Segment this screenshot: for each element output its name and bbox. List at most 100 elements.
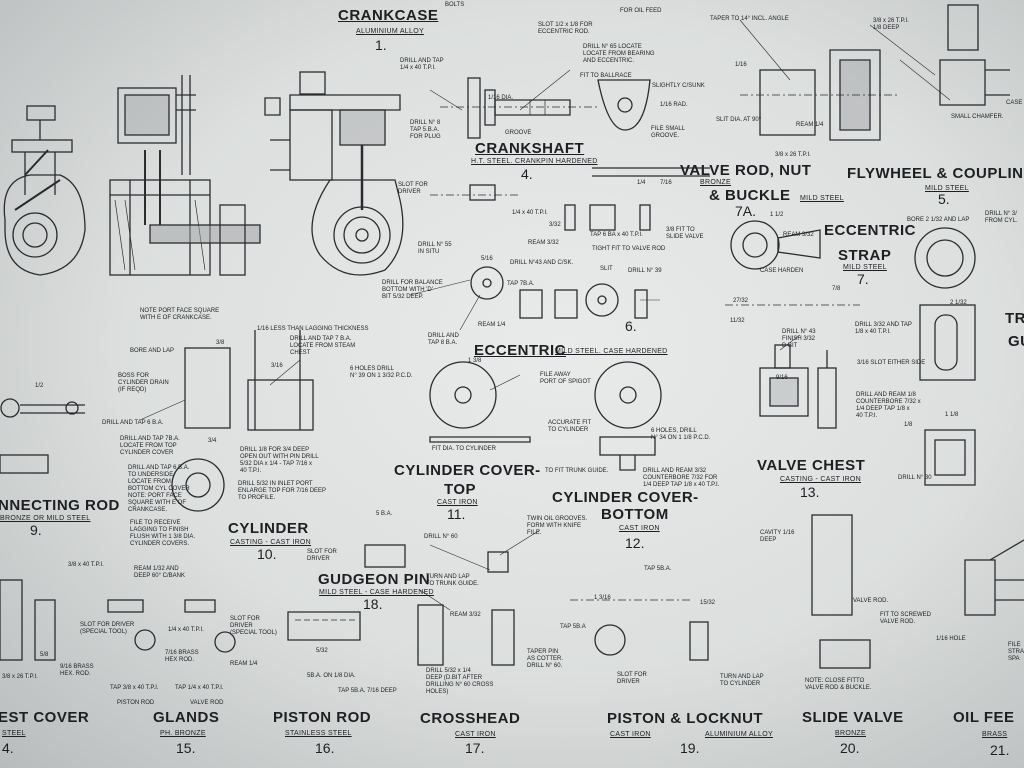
part-19-title: PISTON & LOCKNUT xyxy=(607,710,764,727)
dim-label: 1/8 xyxy=(904,422,913,428)
note-ream-32-deep: REAM 1/32 AND DEEP 60° C/BANK xyxy=(134,566,185,579)
part-14-title: EST COVER xyxy=(0,709,90,726)
part-17-number: 17. xyxy=(465,740,485,756)
dim-label: 15/32 xyxy=(700,600,716,606)
part-8-title-a: TR xyxy=(1005,310,1024,327)
note-drill-nos: DRILL N° 3/ FROM CYL. xyxy=(985,211,1018,224)
note-five-ba: 5 B.A. xyxy=(376,511,393,517)
part-20-number: 20. xyxy=(840,740,860,756)
note-drill-tap-steam: DRILL AND TAP 7 B.A. LOCATE FROM STEAM C… xyxy=(290,336,356,356)
part-10-number: 10. xyxy=(257,546,277,562)
note-taper-pin: TAPER PIN AS COTTER. DRILL N° 60. xyxy=(527,649,564,669)
note-slot-eccentric: SLOT 1/2 x 1/8 FOR ECCENTRIC ROD. xyxy=(538,22,593,35)
note-cavity: CAVITY 1/16 DEEP xyxy=(760,530,795,543)
note-tpi-14-40: 1/4 x 40 T.P.I. xyxy=(168,627,204,633)
part-7a-material-a: BRONZE xyxy=(700,179,731,186)
part-16-number: 16. xyxy=(315,740,335,756)
note-taper: TAPER TO 14° INCL. ANGLE xyxy=(710,16,789,22)
part-5-number: 5. xyxy=(938,191,950,207)
part-11-number: 11. xyxy=(447,506,466,522)
engine-side-elevation xyxy=(109,75,261,276)
part-19-material-b: ALUMINIUM ALLOY xyxy=(705,731,773,738)
dim-label: 1 3/8 xyxy=(468,358,482,364)
part-18-material: MILD STEEL - CASE HARDENED xyxy=(319,589,434,596)
note-turn-lap-cyl: TURN AND LAP TO CYLINDER xyxy=(720,674,764,687)
dim-label: 1 1/8 xyxy=(945,412,959,418)
note-drill-tap-8ba: DRILL AND TAP 8 B.A. xyxy=(428,333,459,346)
note-close-fit: NOTE: CLOSE FITTO VALVE ROD & BUCKLE. xyxy=(805,678,872,691)
dim-label: 3/4 xyxy=(208,438,217,444)
note-drill-ream: DRILL AND REAM 3/32 COUNTERBORE 7/32 FOR… xyxy=(643,468,720,488)
note-file-away: FILE AWAY PORT OF SPIGOT xyxy=(540,372,591,385)
dim-label: 5/32 xyxy=(316,648,328,654)
part-20-title: SLIDE VALVE xyxy=(802,709,904,726)
dim-label: 3/16 xyxy=(271,363,283,369)
note-ream-3-32-c: REAM 3/32 xyxy=(450,612,481,618)
note-drill-65: DRILL N° 65 LOCATE LOCATE FROM BEARING A… xyxy=(583,44,655,64)
note-fit-screwed: FIT TO SCREWED VALVE ROD. xyxy=(880,612,932,625)
note-hole-1-16: 1/16 HOLE xyxy=(936,636,966,642)
note-rad: 1/16 RAD. xyxy=(660,102,688,108)
part-11-title-a: CYLINDER COVER- xyxy=(394,462,541,479)
part-19-number: 19. xyxy=(680,740,700,756)
part-7a-number: 7A. xyxy=(735,203,757,219)
note-drill-30: DRILL N° 30 xyxy=(898,475,932,481)
note-ream-3-32: REAM 3/32 xyxy=(528,240,559,246)
note-drill-55: DRILL N° 55 IN SITU xyxy=(418,242,452,255)
note-file-sp: FILE STRA SPA xyxy=(1008,642,1024,662)
part-20-material: BRONZE xyxy=(835,730,866,737)
part-7-title-b: STRAP xyxy=(838,247,892,264)
valve-rod-eccentric-drawing xyxy=(430,79,710,319)
part-12-number: 12. xyxy=(625,535,645,551)
part-11-material: CAST IRON xyxy=(437,499,478,506)
note-valve-rod: VALVE ROD. xyxy=(853,598,889,604)
note-bolts: BOLTS xyxy=(445,2,465,8)
note-drill-tap-6ba-under: DRILL AND TAP 6 B.A. TO UNDERSIDE. LOCAT… xyxy=(128,465,190,513)
dim-label: 1 3/16 xyxy=(594,595,611,601)
note-groove: GROOVE xyxy=(505,130,532,136)
dim-label: 27/32 xyxy=(733,298,749,304)
part-17-material: CAST IRON xyxy=(455,731,496,738)
note-drill-5-32-tight: DRILL 5/32 x 1/4 DEEP (D.BIT AFTER DRILL… xyxy=(426,668,494,695)
note-five-ba-on: 5B.A. ON 1/8 DIA. xyxy=(307,673,356,679)
note-drill-43b: DRILL N° 43 FINISH 3/32 D BIT xyxy=(782,329,816,349)
note-ream-14: REAM 1/4 xyxy=(796,122,824,128)
dim-label: 5/8 xyxy=(40,652,49,658)
note-accurate-fit: ACCURATE FIT TO CYLINDER xyxy=(548,420,592,433)
note-slit-dia: SLIT DIA. AT 90° xyxy=(716,117,762,123)
note-six-holes: 6 HOLES DRILL N° 39 ON 1 3/32 P.C.D. xyxy=(350,366,413,379)
note-port-face: NOTE PORT FACE SQUARE WITH E OF CRANKCAS… xyxy=(140,308,220,321)
part-4-title: CRANKSHAFT xyxy=(475,140,585,157)
note-brass-hex2: 9/16 BRASS HEX. ROD. xyxy=(60,664,94,677)
eccentric-title: ECCENTRIC xyxy=(474,342,567,359)
note-tpi-26: 3/8 x 26 T.P.I. xyxy=(775,152,811,158)
part-15-title: GLANDS xyxy=(153,709,220,726)
note-slightly-csunk: SLIGHTLY C/SUNK xyxy=(652,83,705,89)
note-bore-lap: BORE 2 1/32 AND LAP xyxy=(907,217,970,223)
part-13-title: VALVE CHEST xyxy=(757,457,866,474)
note-brass-hex: 7/16 BRASS HEX ROD. xyxy=(165,650,199,663)
note-piston-rod: PISTON ROD xyxy=(117,700,155,706)
part-10-material: CASTING - CAST IRON xyxy=(230,539,312,546)
note-slot-driver2: SLOT FOR DRIVER xyxy=(307,549,337,562)
note-deep-28: 3/8 x 26 T.P.I. 1/8 DEEP xyxy=(873,18,909,31)
note-ream-1-4b: REAM 1/4 xyxy=(230,661,258,667)
dim-label: 1/2 xyxy=(35,383,44,389)
note-drill-balance: DRILL FOR BALANCE BOTTOM WITH 'D' BIT 5/… xyxy=(382,280,443,300)
part-12-title-b: BOTTOM xyxy=(601,506,669,523)
note-turn-lap: TURN AND LAP TO TRUNK GUIDE. xyxy=(426,574,479,587)
note-drill-8: DRILL N° 8 TAP 5.B.A. FOR PLUG xyxy=(410,120,441,140)
part-7-title-a: ECCENTRIC xyxy=(824,222,917,239)
eccentric-material: MILD STEEL. CASE HARDENED xyxy=(555,348,668,355)
dim-label: 1/4 xyxy=(637,180,646,186)
note-tight-fit: TIGHT FIT TO VALVE ROD xyxy=(592,246,666,252)
part-1-number: 1. xyxy=(375,37,387,53)
eccentric-strap-drawing xyxy=(725,220,976,381)
part-9-material: BRONZE OR MILD STEEL xyxy=(0,515,91,522)
note-tap-14-40: TAP 1/4 x 40 T.P.I. xyxy=(175,685,224,691)
valve-chest-drawing xyxy=(759,344,976,486)
note-ream-1-4: REAM 1/4 xyxy=(478,322,506,328)
part-15-number: 15. xyxy=(176,740,196,756)
connecting-rod-drawing xyxy=(3,105,86,276)
